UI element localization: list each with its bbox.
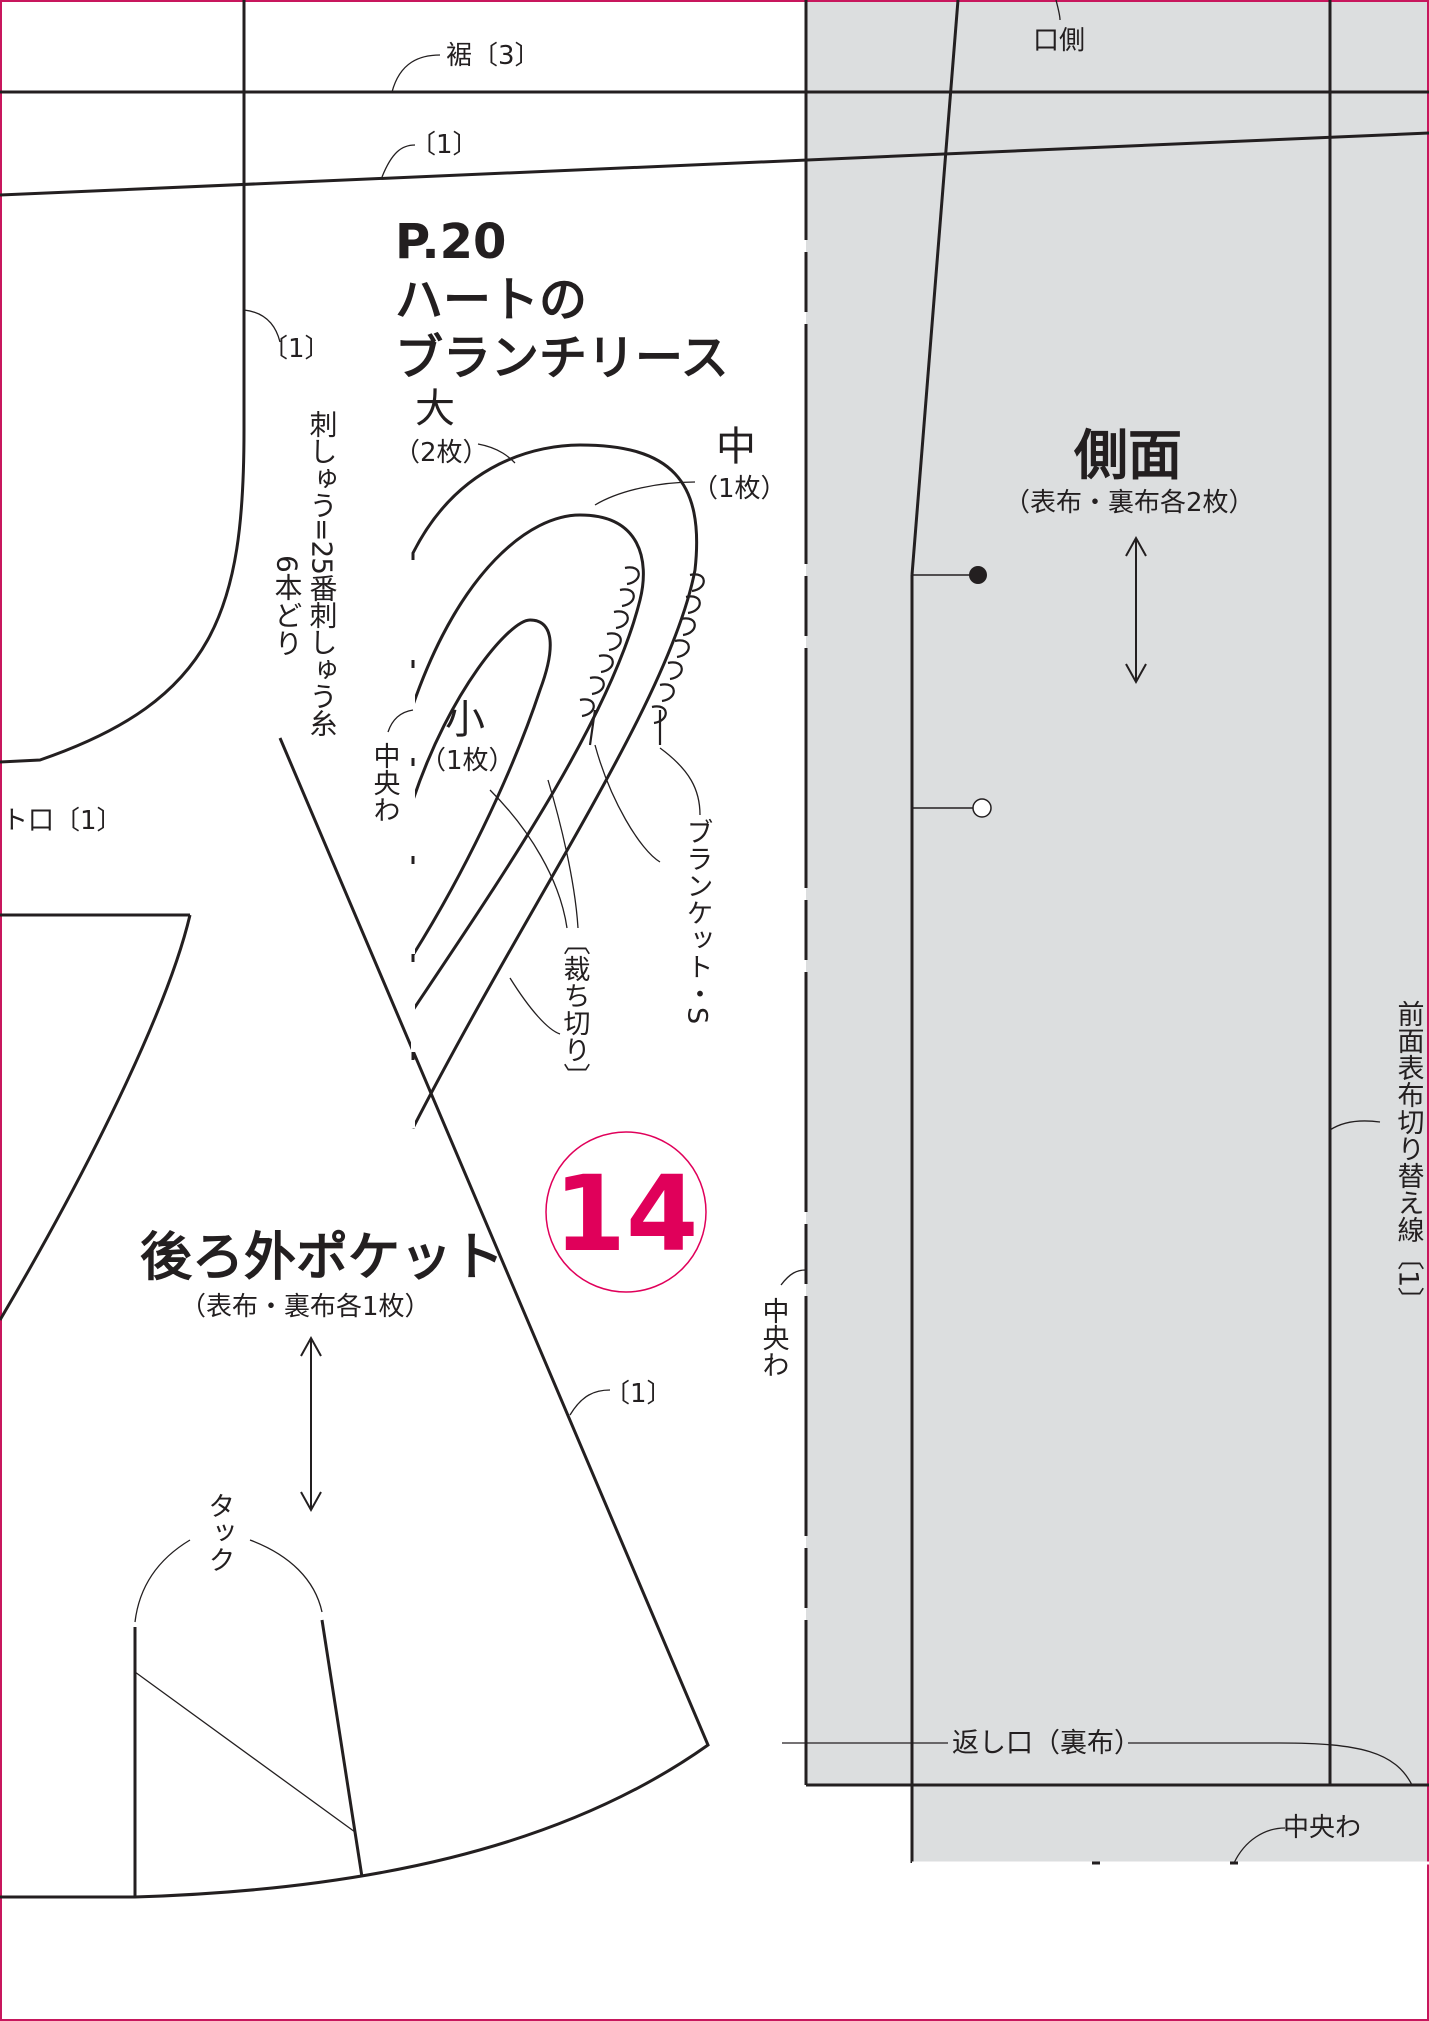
leader-center-side xyxy=(780,1269,807,1286)
title-line1: P.20 xyxy=(395,214,506,270)
leader-seam-pocket xyxy=(569,1389,611,1416)
leader-switch xyxy=(1329,1120,1381,1131)
blanket-stitch-label: ブランケット・S xyxy=(682,818,713,1024)
tuck-label: タック xyxy=(204,1492,235,1573)
leader-cut-b xyxy=(547,779,579,929)
leader-cut-a xyxy=(489,789,568,929)
back-pocket-left-curve xyxy=(0,914,192,1321)
opening-side-label: 口側 xyxy=(1033,26,1085,56)
seam-label-pocket: 〔1〕 xyxy=(604,1379,673,1409)
title-line2: ハートの xyxy=(395,272,587,328)
seam-label-left: 〔1〕 xyxy=(262,334,331,364)
center-fold-label-wreath: 中央わ xyxy=(369,742,400,823)
leader-center-bottom xyxy=(1233,1827,1286,1864)
cut-edge-label: 〔裁ち切り〕 xyxy=(559,928,591,1090)
size-small-name: 小 xyxy=(445,697,485,743)
leader-lines xyxy=(134,0,1413,1864)
size-large-name: 大 xyxy=(415,386,455,432)
embroidery-note-line1: 刺しゅう=25番刺しゅう糸 xyxy=(306,410,339,737)
side-panel-slanted-edge xyxy=(910,0,960,576)
grainline-arrow-pocket-icon xyxy=(300,1335,322,1513)
leader-blanket-b xyxy=(659,747,701,816)
leader-cut-c xyxy=(509,977,561,1035)
size-medium-name: 中 xyxy=(716,424,756,470)
wreath-small-outline xyxy=(411,618,552,956)
front-switch-label: 前面表布切り替え線〔1〕 xyxy=(1393,1000,1425,1314)
dot-marker-icon xyxy=(969,566,987,584)
pocket-opening-label: ト口〔1〕 xyxy=(2,806,123,836)
side-panel-lower-fill xyxy=(912,1785,1429,1863)
leader-return-right xyxy=(1128,1742,1413,1786)
pattern-number: 14 xyxy=(554,1153,699,1275)
return-opening-label: 返し口（裏布） xyxy=(952,1728,1141,1759)
back-pocket-name: 後ろ外ポケット xyxy=(140,1227,504,1288)
leader-tuck-left xyxy=(134,1539,191,1623)
leader-seam-left xyxy=(243,309,281,343)
seam-label-top: 〔1〕 xyxy=(410,130,479,160)
hem-label: 裾〔3〕 xyxy=(446,41,541,71)
leader-large xyxy=(477,443,516,464)
size-large-count: （2枚） xyxy=(394,438,489,468)
circle-marker-icon xyxy=(972,798,992,818)
leader-tuck-right xyxy=(249,1539,323,1613)
back-pocket-count: （表布・裏布各1枚） xyxy=(180,1292,431,1322)
tuck-diagonal xyxy=(134,1671,356,1833)
wreath-shapes xyxy=(411,443,699,1129)
slanted-seam-line xyxy=(0,131,1429,197)
leader-blanket-a xyxy=(594,744,661,863)
embroidery-note-line2: 6本どり xyxy=(271,555,304,657)
size-small-count: （1枚） xyxy=(420,746,515,776)
tuck-line-right xyxy=(320,1619,364,1878)
side-panel-upper-fill xyxy=(806,0,1429,1785)
leader-hem xyxy=(391,54,441,93)
leader-small-a xyxy=(387,709,414,733)
side-panel-name: 側面 xyxy=(1073,423,1182,487)
center-fold-label-side: 中央わ xyxy=(758,1297,789,1378)
leader-opening xyxy=(1055,0,1061,21)
leader-medium xyxy=(594,481,696,506)
wreath-medium-outline xyxy=(411,513,645,1011)
grainline-arrow-icon xyxy=(1125,535,1147,685)
size-medium-count: （1枚） xyxy=(692,474,787,504)
upper-piece-edge xyxy=(0,0,246,764)
wreath-leaders xyxy=(387,443,701,1035)
blanket-stitch-loops xyxy=(579,566,705,746)
pattern-number-badge xyxy=(545,1131,707,1293)
side-panel-count: （表布・裏布各2枚） xyxy=(1004,488,1255,518)
leader-seam-top xyxy=(381,144,416,178)
center-fold-label-bottom: 中央わ xyxy=(1283,1813,1361,1843)
back-pocket-outline xyxy=(0,737,710,1899)
wreath-large-outline xyxy=(411,443,699,1129)
title-line3: ブランチリース xyxy=(395,330,729,386)
